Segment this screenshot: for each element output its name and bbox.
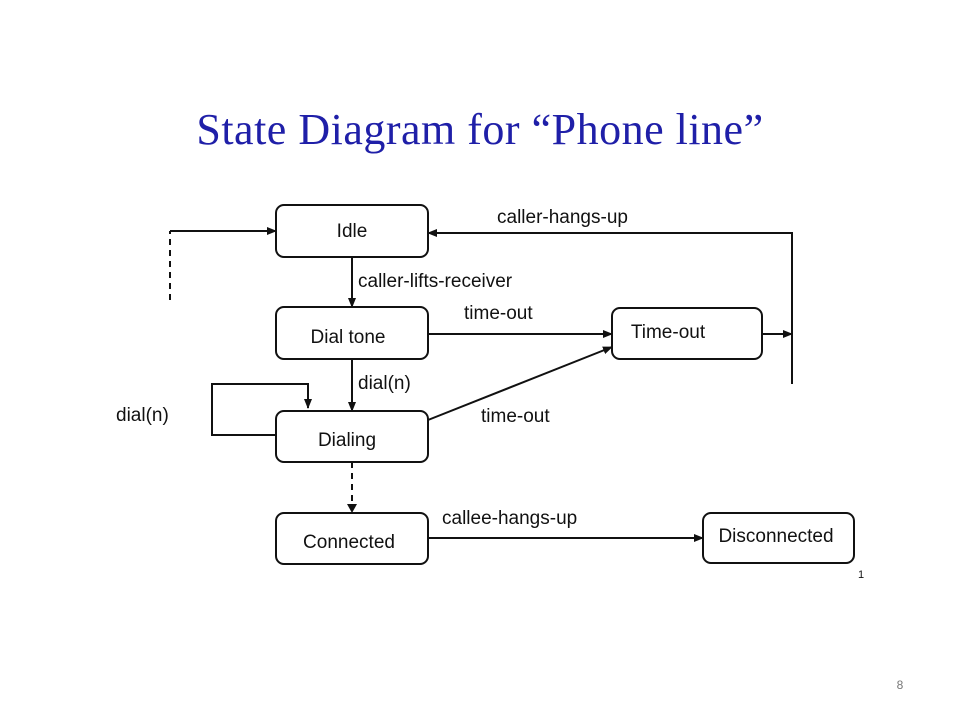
state-dialing-label: Dialing <box>318 430 376 451</box>
label-dial-n: dial(n) <box>358 373 411 394</box>
state-time-out: Time-out <box>611 307 763 360</box>
state-idle-label: Idle <box>337 221 368 242</box>
label-caller-lifts-receiver: caller-lifts-receiver <box>358 271 513 292</box>
state-connected: Connected <box>275 512 429 565</box>
label-callee-hangs-up: callee-hangs-up <box>442 508 577 529</box>
state-connected-label: Connected <box>303 532 395 553</box>
dialing-to-connected-arrowhead <box>347 504 357 513</box>
dialing-self-loop <box>211 383 312 436</box>
state-dial-tone: Dial tone <box>275 306 429 360</box>
label-caller-hangs-up: caller-hangs-up <box>497 207 628 228</box>
state-disconnected: Disconnected <box>702 512 855 564</box>
state-time-out-label: Time-out <box>631 322 706 343</box>
state-dial-tone-label: Dial tone <box>311 327 386 348</box>
state-idle: Idle <box>275 204 429 258</box>
slide-title: State Diagram for “Phone line” <box>196 105 764 154</box>
state-dialing: Dialing <box>275 410 429 463</box>
dialing-to-timeout-arrow <box>427 346 613 421</box>
state-disconnected-label: Disconnected <box>718 526 833 547</box>
label-time-out-dial-tone: time-out <box>464 303 533 324</box>
footnote-mark: 1 <box>858 569 864 581</box>
label-time-out-dialing: time-out <box>481 406 550 427</box>
page-number: 8 <box>896 678 904 692</box>
label-dial-n-self-loop: dial(n) <box>116 405 169 426</box>
